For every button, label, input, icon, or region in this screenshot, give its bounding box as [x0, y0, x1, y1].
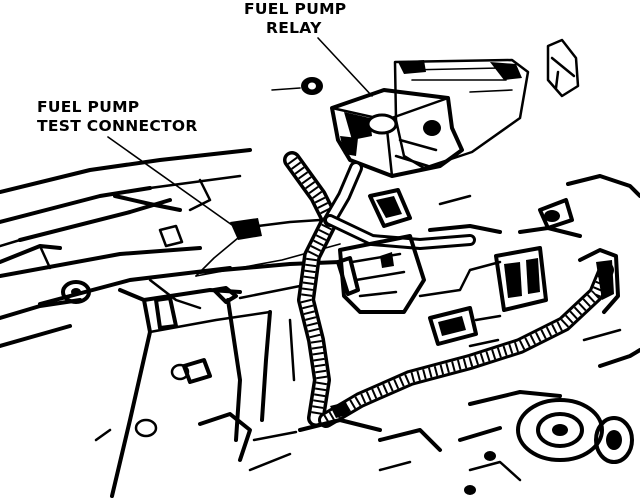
engine-manifold-outline — [0, 148, 342, 348]
engine-block-lower — [94, 284, 302, 498]
fuel-pump-test-connector — [195, 218, 341, 277]
relay-leader-line — [317, 37, 373, 97]
right-engine-components — [418, 174, 640, 495]
center-lower-detail — [252, 310, 442, 472]
wiring-harness-right — [318, 262, 614, 428]
fuel-pump-relay — [330, 58, 530, 178]
mounting-nut — [271, 77, 323, 95]
clip-detail — [546, 38, 580, 98]
test-connector-label-line2: TEST CONNECTOR — [37, 117, 198, 135]
relay-label-line2: RELAY — [266, 19, 322, 37]
wiring-harness-main — [283, 151, 476, 427]
test-connector-label-line1: FUEL PUMP — [37, 98, 139, 116]
test-connector-leader-line — [107, 136, 233, 226]
harness-bracket — [336, 188, 426, 314]
relay-label-line1: FUEL PUMP — [244, 0, 346, 18]
